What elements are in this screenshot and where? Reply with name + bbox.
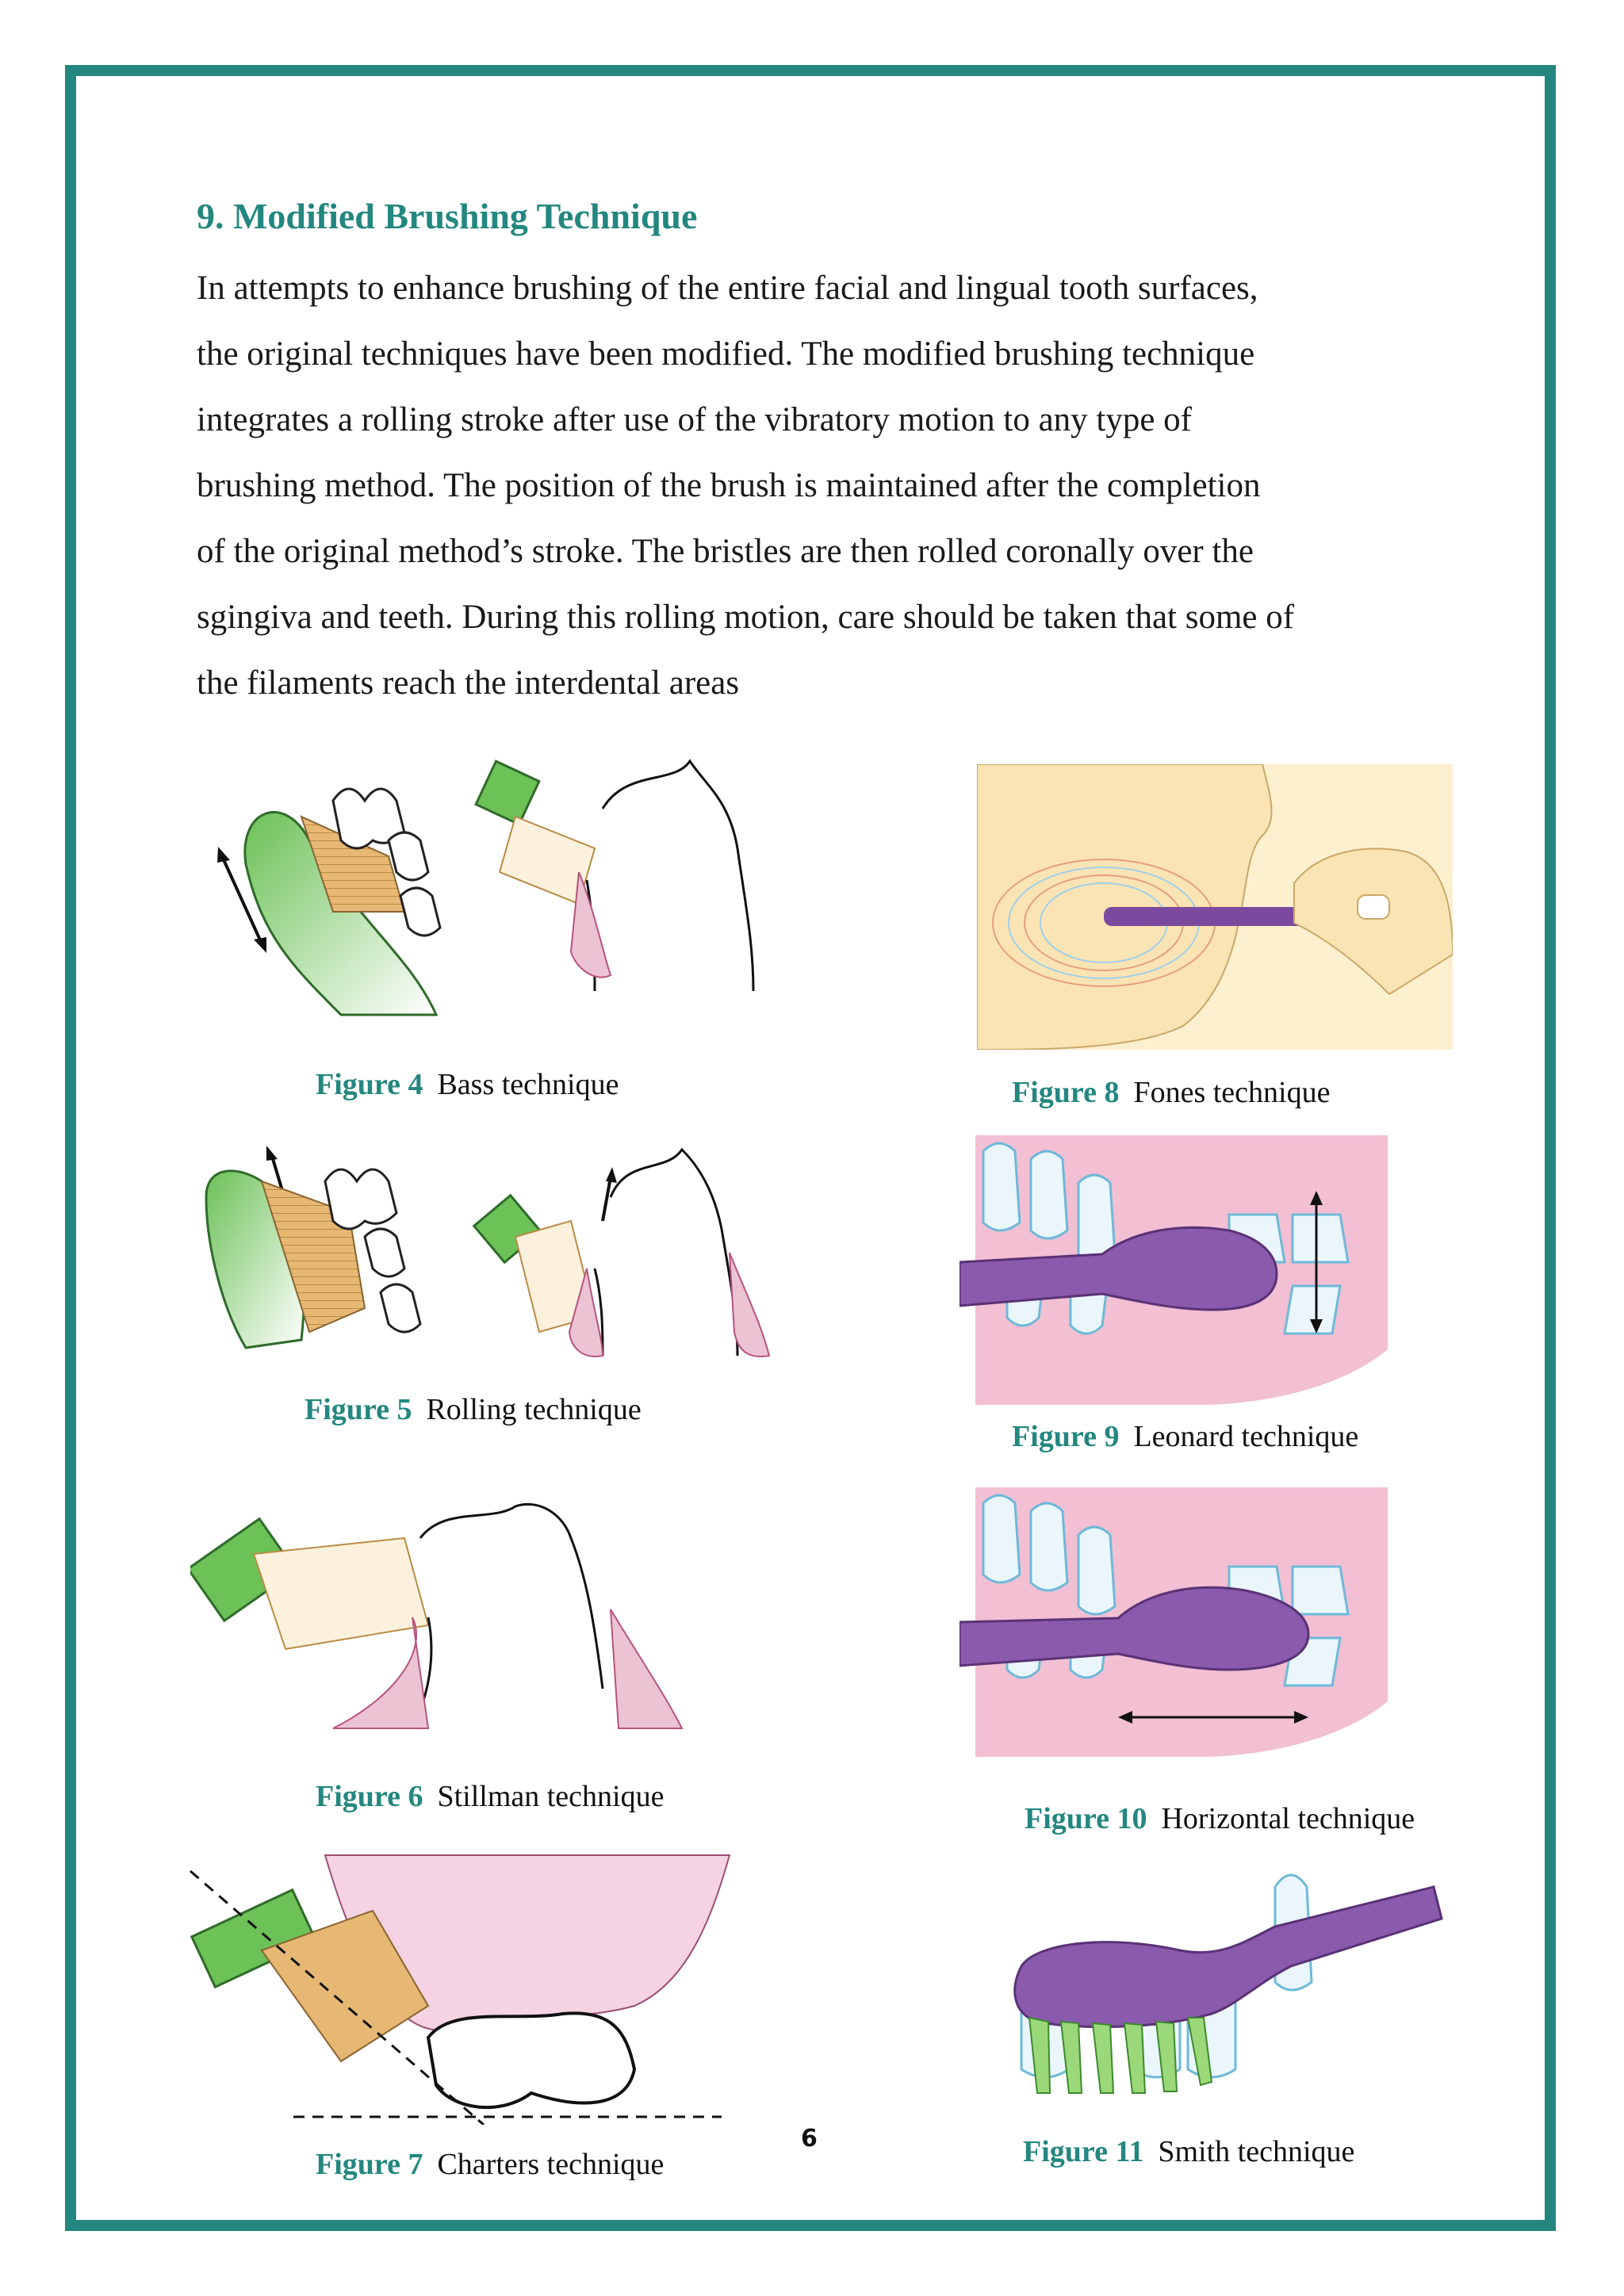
smith-technique-illustration: [974, 1855, 1450, 2117]
body-line: In attempts to enhance brushing of the e…: [197, 270, 1258, 307]
body-line: integrates a rolling stroke after use of…: [197, 401, 1192, 438]
figure-9-caption: Figure 9 Leonard technique: [1012, 1419, 1358, 1454]
section-body: In attempts to enhance brushing of the e…: [197, 255, 1450, 716]
body-line: sgingiva and teeth. During this rolling …: [197, 599, 1295, 636]
figure-number: Figure 7: [316, 2148, 423, 2181]
rolling-technique-illustration: [190, 1134, 793, 1372]
figure-number: Figure 11: [1023, 2135, 1144, 2168]
figure-number: Figure 4: [316, 1068, 423, 1101]
figure-title: Charters technique: [437, 2148, 665, 2181]
figure-11-caption: Figure 11 Smith technique: [1023, 2134, 1354, 2169]
stillman-technique-illustration: [190, 1490, 698, 1752]
figure-number: Figure 10: [1025, 1802, 1147, 1835]
figure-number: Figure 9: [1012, 1420, 1120, 1453]
figure-title: Fones technique: [1133, 1076, 1331, 1109]
section-heading: 9. Modified Brushing Technique: [197, 196, 698, 236]
charters-technique-illustration: [182, 1847, 737, 2125]
body-line: brushing method. The position of the bru…: [197, 467, 1261, 504]
figure-5-caption: Figure 5 Rolling technique: [304, 1392, 642, 1427]
figure-title: Smith technique: [1158, 2135, 1355, 2168]
figure-number: Figure 6: [316, 1780, 423, 1813]
figure-8-caption: Figure 8 Fones technique: [1012, 1075, 1330, 1110]
figure-number: Figure 5: [304, 1393, 412, 1426]
figure-4-caption: Figure 4 Bass technique: [316, 1067, 619, 1102]
figure-title: Horizontal technique: [1161, 1802, 1415, 1835]
body-line: the original techniques have been modifi…: [197, 335, 1255, 373]
figure-title: Leonard technique: [1133, 1420, 1359, 1453]
figure-title: Bass technique: [437, 1068, 619, 1101]
bass-technique-illustration: [182, 753, 785, 1054]
figure-number: Figure 8: [1012, 1076, 1120, 1109]
figure-10-caption: Figure 10 Horizontal technique: [1025, 1801, 1415, 1836]
figure-6-caption: Figure 6 Stillman technique: [316, 1779, 664, 1814]
horizontal-technique-illustration: [959, 1487, 1388, 1757]
body-line: of the original method’s stroke. The bri…: [197, 533, 1254, 570]
figure-title: Rolling technique: [426, 1393, 642, 1426]
body-line: the filaments reach the interdental area…: [197, 664, 740, 702]
leonard-technique-illustration: [959, 1135, 1388, 1405]
page-border: [65, 65, 1556, 2231]
figure-title: Stillman technique: [437, 1780, 665, 1813]
figure-7-caption: Figure 7 Charters technique: [316, 2147, 664, 2182]
page-number: 6: [801, 2125, 818, 2152]
fones-technique-illustration: [977, 764, 1453, 1050]
